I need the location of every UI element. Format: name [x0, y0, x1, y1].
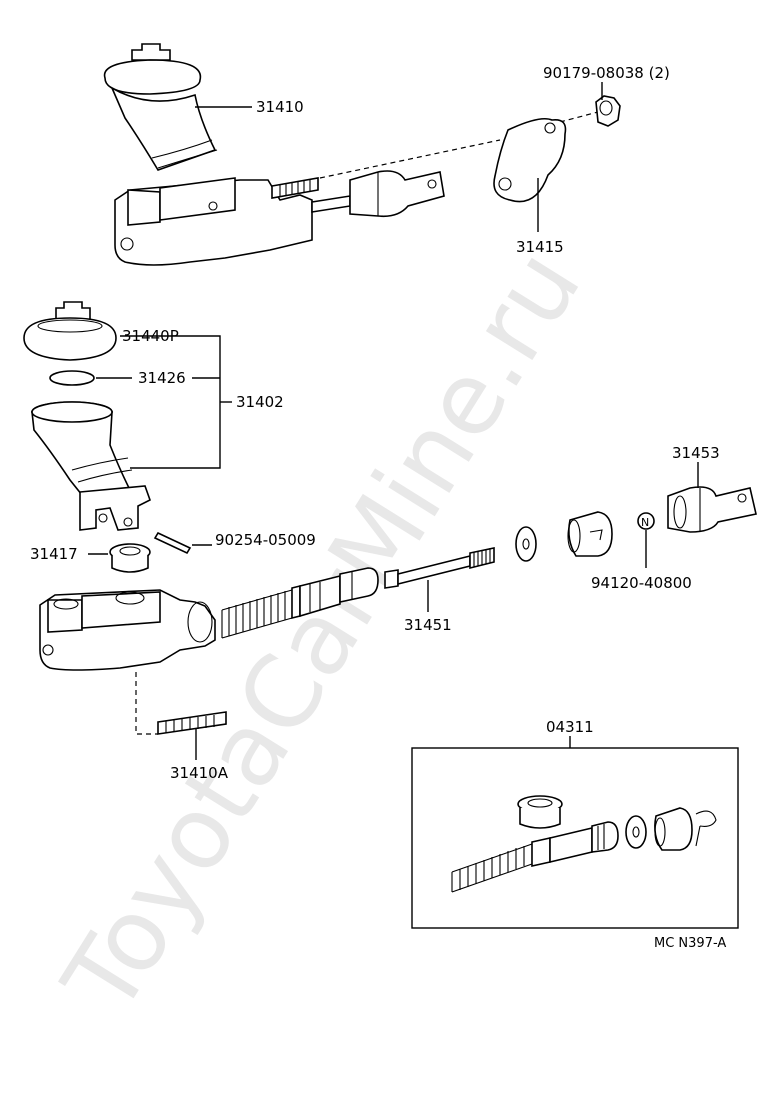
washer — [515, 526, 537, 562]
grommet-31417 — [109, 543, 151, 573]
reservoir-body — [31, 401, 151, 531]
push-rod-31451 — [384, 547, 495, 589]
stud-31410A — [157, 711, 227, 735]
label-31426: 31426 — [138, 369, 186, 387]
label-31417: 31417 — [30, 545, 78, 563]
bracket-31402 — [120, 335, 221, 469]
kit-04311-box — [411, 747, 739, 929]
boot — [567, 511, 613, 557]
label-31410A: 31410A — [170, 764, 229, 782]
alignment-line-stud — [135, 672, 158, 735]
spring-and-piston — [221, 567, 379, 639]
label-94120-40800: 94120-40800 — [591, 574, 692, 592]
label-31451: 31451 — [404, 616, 452, 634]
label-31453: 31453 — [672, 444, 720, 462]
label-31440P: 31440P — [122, 327, 179, 345]
master-cylinder-assembly — [103, 43, 445, 266]
label-31415: 31415 — [516, 238, 564, 256]
gasket-31415 — [493, 117, 567, 203]
svg-text:N: N — [641, 516, 649, 529]
cylinder-body — [39, 589, 216, 671]
reservoir-seal-31426 — [49, 370, 95, 386]
label-90179-08038: 90179-08038 (2) — [543, 64, 670, 82]
label-90254-05009: 90254-05009 — [215, 531, 316, 549]
reservoir-cap-31440P — [23, 301, 117, 361]
alignment-line-top — [319, 111, 599, 179]
nut-94120: N — [637, 512, 655, 530]
diagram-code: MC N397-A — [654, 936, 726, 951]
label-31402: 31402 — [236, 393, 284, 411]
nut-90179 — [595, 95, 621, 127]
pin-90254 — [153, 531, 192, 555]
clevis-31453 — [667, 486, 757, 533]
kit-04311-parts — [451, 795, 717, 893]
label-04311: 04311 — [546, 718, 594, 736]
label-31410: 31410 — [256, 98, 304, 116]
